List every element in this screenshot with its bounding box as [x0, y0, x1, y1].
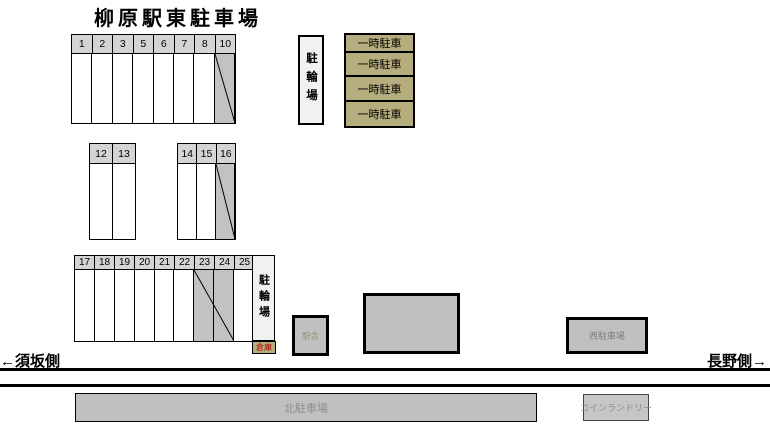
space-number: 6	[154, 35, 175, 53]
parking-block-14-16: 14 15 16	[177, 143, 236, 240]
parking-space	[133, 54, 154, 123]
parking-block-17-25: 17 18 19 20 21 22 23 24 25	[74, 255, 255, 342]
storage-shed: 倉庫	[252, 341, 276, 354]
west-parking-label: 西駐車場	[588, 331, 625, 341]
space-number: 8	[195, 35, 216, 53]
space-number: 17	[75, 256, 95, 269]
storage-shed-label: 倉庫	[256, 343, 272, 352]
parking-space-reserved	[214, 54, 235, 123]
space-number: 3	[113, 35, 134, 53]
temporary-parking-box: 一時駐車	[344, 33, 415, 53]
coin-laundry: コインランドリー	[580, 394, 653, 421]
parking-space	[174, 270, 195, 341]
space-number: 2	[92, 35, 113, 53]
temporary-parking-label: 一時駐車	[357, 83, 402, 96]
space-number: 13	[113, 144, 135, 163]
direction-nagano: 長野側→	[706, 353, 767, 370]
temporary-parking-box: 一時駐車	[344, 51, 415, 77]
space-number: 14	[178, 144, 198, 163]
space-number: 25	[235, 256, 254, 269]
parking-block-1-10: 1 2 3 5 6 7 8 10	[71, 34, 236, 124]
north-parking-label: 北駐車場	[284, 402, 328, 415]
parking-space-reserved	[194, 270, 215, 341]
parking-space	[174, 54, 195, 123]
station-building: 駅舎	[292, 315, 329, 356]
railway-track-line	[0, 384, 770, 387]
parking-space	[113, 164, 135, 239]
coin-laundry-label: コインランドリー	[580, 403, 653, 413]
parking-space	[154, 54, 174, 123]
space-number: 5	[133, 35, 154, 53]
page-title: 柳原駅東駐車場	[94, 8, 262, 30]
parking-space	[95, 270, 115, 341]
bicycle-parking-label: 駐輪場	[257, 274, 270, 322]
space-number: 21	[155, 256, 175, 269]
temporary-parking-label: 一時駐車	[357, 59, 402, 71]
temporary-parking-label: 一時駐車	[357, 38, 402, 50]
space-number: 1	[72, 35, 93, 53]
temporary-parking-label: 一時駐車	[357, 109, 402, 121]
bicycle-parking-top: 駐輪場	[298, 35, 324, 125]
space-number: 10	[215, 35, 235, 53]
space-number: 22	[175, 256, 195, 269]
north-parking-lot: 北駐車場	[75, 393, 537, 422]
parking-space	[178, 164, 197, 239]
space-number: 7	[174, 35, 195, 53]
space-number: 23	[195, 256, 215, 269]
station-building-label: 駅舎	[301, 330, 319, 341]
parking-space	[113, 54, 134, 123]
parking-space	[115, 270, 135, 341]
parking-space	[135, 270, 155, 341]
parking-space	[72, 54, 93, 123]
unlabeled-building	[363, 293, 460, 354]
space-number: 18	[95, 256, 115, 269]
parking-space	[90, 164, 113, 239]
space-number: 12	[90, 144, 113, 163]
railway-track-line	[0, 368, 770, 371]
direction-suzaka: ←須坂側	[0, 353, 61, 370]
parking-space-reserved	[214, 270, 235, 341]
space-number: 20	[135, 256, 155, 269]
bicycle-parking-label: 駐輪場	[305, 52, 317, 108]
space-number: 15	[197, 144, 217, 163]
bicycle-parking-bottom: 駐輪場	[252, 255, 275, 341]
temporary-parking-box: 一時駐車	[344, 100, 415, 128]
space-number: 16	[216, 144, 235, 163]
parking-space	[75, 270, 95, 341]
parking-space-reserved	[216, 164, 235, 239]
parking-space	[155, 270, 175, 341]
space-number: 24	[215, 256, 235, 269]
parking-space	[194, 54, 215, 123]
space-number: 19	[115, 256, 135, 269]
west-parking-building: 西駐車場	[566, 317, 648, 354]
parking-space	[197, 164, 216, 239]
parking-space	[92, 54, 113, 123]
parking-block-12-13: 12 13	[89, 143, 136, 240]
temporary-parking-box: 一時駐車	[344, 75, 415, 102]
